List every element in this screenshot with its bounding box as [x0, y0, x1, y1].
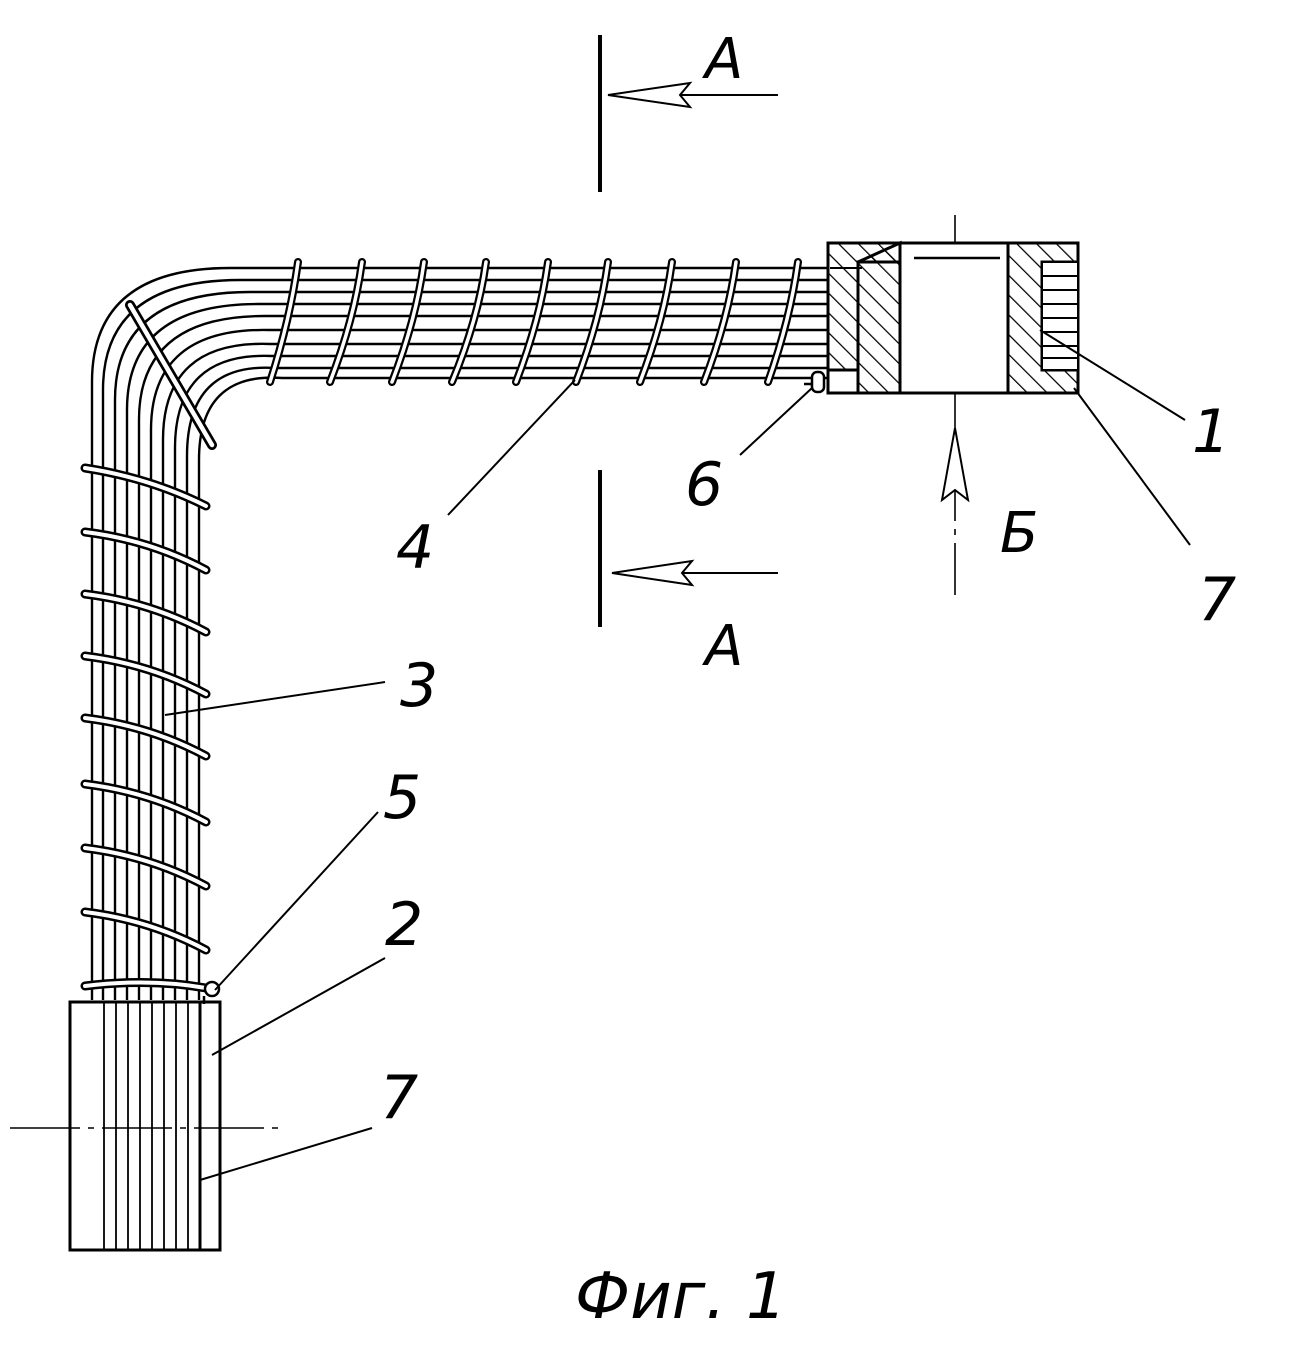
leader-7-bottom	[200, 1128, 372, 1180]
leader-6	[740, 388, 812, 455]
leader-4	[448, 380, 575, 515]
section-label-a-bottom: А	[702, 614, 743, 679]
callout-5: 5	[383, 763, 421, 833]
view-arrowhead	[942, 428, 968, 500]
clamp-6	[804, 372, 824, 392]
callout-2: 2	[385, 890, 423, 960]
callout-3: 3	[400, 651, 438, 721]
section-arrowhead-top	[608, 83, 690, 107]
callout-6: 6	[685, 450, 723, 520]
view-label-b: Б	[1000, 501, 1038, 566]
fitting-top	[828, 243, 1078, 393]
leader-lines	[165, 330, 1190, 1180]
callout-7-top: 7	[1198, 565, 1236, 635]
leader-5	[215, 812, 378, 990]
wire-bundle-bend	[92, 268, 282, 460]
callout-7-bottom: 7	[380, 1063, 418, 1133]
callout-1: 1	[1192, 397, 1230, 467]
callout-4: 4	[396, 513, 434, 583]
section-label-a-top: А	[702, 27, 743, 92]
section-arrowhead-bottom	[612, 561, 692, 585]
leader-2	[212, 958, 385, 1055]
figure-caption: Фиг. 1	[575, 1260, 787, 1334]
